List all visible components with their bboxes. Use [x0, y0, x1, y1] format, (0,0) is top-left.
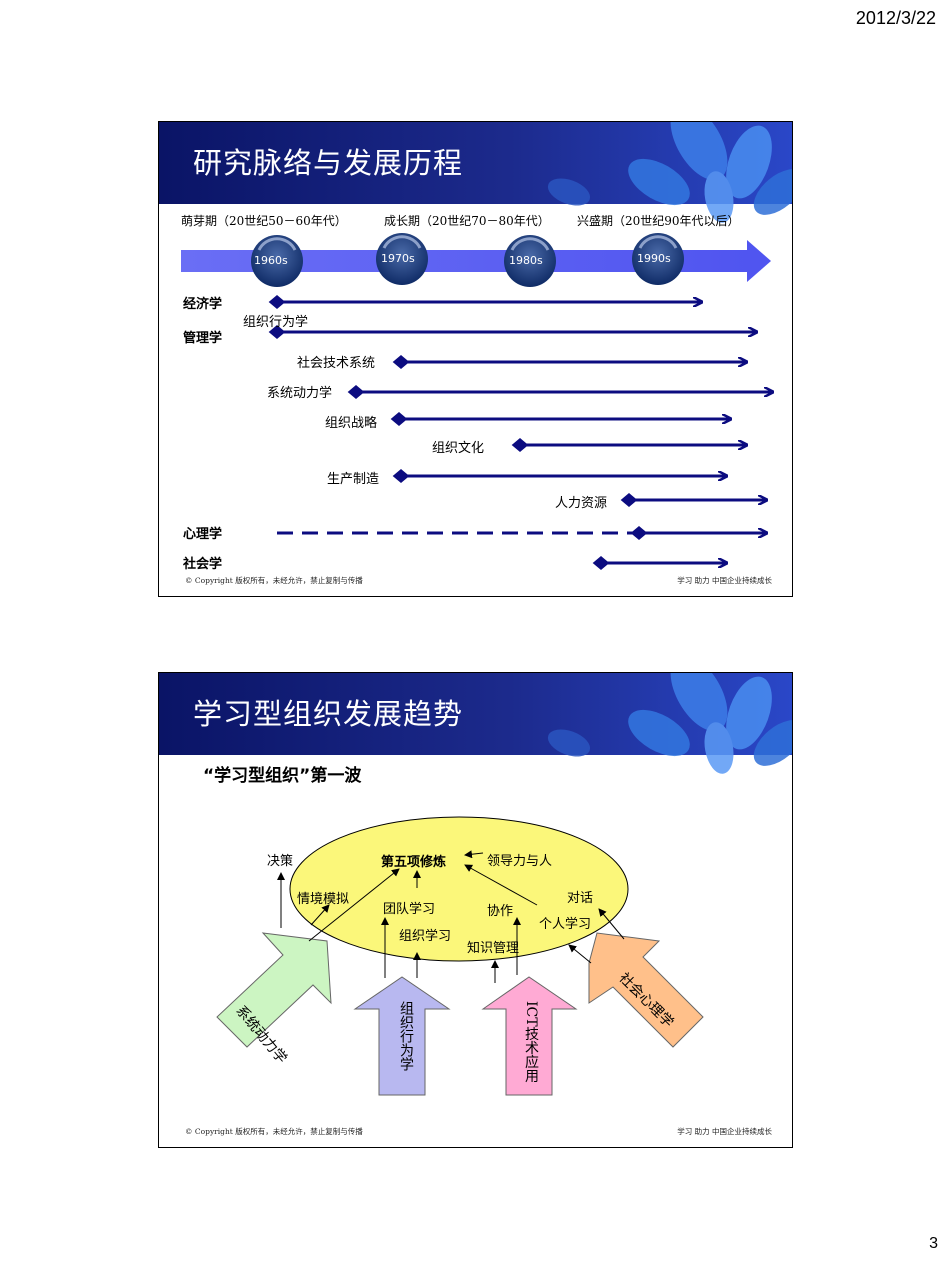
- decade-label-1970s: 1970s: [381, 252, 415, 265]
- subfield-sociotechnical: 社会技术系统: [297, 356, 376, 371]
- decade-label-1960s: 1960s: [254, 254, 288, 267]
- period-label-budding: 萌芽期（20世纪50－60年代）: [181, 214, 347, 228]
- period-label-flourish: 兴盛期（20世纪90年代以后）: [577, 214, 740, 228]
- decade-label-1990s: 1990s: [637, 252, 671, 265]
- discipline-psychology: 心理学: [183, 527, 223, 542]
- discipline-economics: 经济学: [183, 297, 223, 312]
- slide-learning-org-trends: 学习型组织发展趋势 “学习型组织”第一波 第五项修炼 决策 情境模拟 团队学习 …: [158, 672, 793, 1148]
- center-label: 第五项修炼: [381, 855, 447, 870]
- social-psych-big-arrow: [588, 932, 704, 1048]
- slide-title: 研究脉络与发展历程: [193, 146, 464, 180]
- slide1-graphics: [181, 122, 792, 570]
- arrow-to-dialogue: [598, 908, 625, 940]
- node-scenario: 情境模拟: [297, 892, 350, 907]
- subfield-manufacturing: 生产制造: [327, 472, 380, 487]
- node-leadership: 领导力与人: [487, 854, 553, 869]
- slide-title: 学习型组织发展趋势: [193, 697, 464, 731]
- arrow-psychology: [277, 526, 767, 540]
- decade-label-1980s: 1980s: [509, 254, 543, 267]
- page-date: 2012/3/22: [855, 8, 936, 28]
- arrow-label-org-behavior: 组织行为学: [398, 1001, 414, 1071]
- footer-copyright: © Copyright 版权所有，未经允许，禁止复制与传播: [185, 576, 363, 585]
- discipline-sociology: 社会学: [183, 557, 223, 572]
- footer-slogan: 学习 助力 中国企业持续成长: [677, 1127, 772, 1136]
- arrow-org-culture: [511, 438, 747, 452]
- arrow-sociology: [592, 556, 727, 570]
- timeline-arrow: [181, 240, 771, 282]
- node-dialogue: 对话: [567, 891, 594, 906]
- arrow-hr: [620, 493, 767, 507]
- node-knowledge-mgmt: 知识管理: [467, 941, 520, 956]
- arrow-to-personal-learning: [568, 944, 592, 964]
- subfield-org-behavior: 组织行为学: [243, 315, 309, 330]
- arrow-manufacturing: [392, 469, 727, 483]
- decade-disc-1990s: [632, 233, 684, 285]
- node-org-learning: 组织学习: [399, 929, 452, 944]
- footer-copyright: © Copyright 版权所有，未经允许，禁止复制与传播: [185, 1127, 363, 1136]
- central-ellipse: [289, 816, 629, 962]
- footer-slogan: 学习 助力 中国企业持续成长: [677, 576, 772, 585]
- leaf-decoration-icon: [547, 673, 792, 774]
- subfield-system-dynamics: 系统动力学: [267, 386, 333, 401]
- system-dynamics-big-arrow: [216, 932, 332, 1048]
- subfield-org-strategy: 组织战略: [325, 416, 378, 431]
- slide-research-history: 研究脉络与发展历程 萌芽期（20世纪50－60年代） 成长期（20世纪70－80…: [158, 121, 793, 597]
- arrow-economics: [268, 295, 702, 309]
- ict-big-arrow: [481, 976, 578, 1096]
- arrow-leadership-to-center: [464, 850, 484, 859]
- slide2-graphics: [216, 673, 792, 1096]
- decade-disc-1970s: [376, 233, 428, 285]
- arrow-personal-to-center: [464, 864, 538, 906]
- decade-disc-1980s: [504, 235, 556, 287]
- arrow-system-dynamics: [347, 385, 773, 399]
- decade-disc-1960s: [251, 235, 303, 287]
- leaf-decoration-icon: [547, 122, 792, 223]
- arrow-to-center-from-sd: [308, 868, 400, 942]
- org-behavior-big-arrow: [353, 976, 451, 1096]
- node-team-learning: 团队学习: [383, 902, 436, 917]
- subfield-org-culture: 组织文化: [432, 441, 485, 456]
- node-decision: 决策: [267, 854, 294, 869]
- slide-subtitle: “学习型组织”第一波: [203, 766, 362, 786]
- arrow-to-scenario: [310, 904, 330, 926]
- arrow-sociotechnical: [392, 355, 747, 369]
- node-collaboration: 协作: [487, 904, 514, 919]
- period-label-growth: 成长期（20世纪70－80年代）: [384, 214, 550, 228]
- arrow-management: [268, 325, 757, 339]
- arrow-label-ict: ICT技术应用: [523, 1001, 539, 1083]
- arrow-org-strategy: [390, 412, 731, 426]
- discipline-management: 管理学: [183, 331, 223, 346]
- page-number: 3: [929, 1235, 938, 1252]
- node-personal-learning: 个人学习: [539, 917, 592, 932]
- subfield-hr: 人力资源: [555, 496, 608, 511]
